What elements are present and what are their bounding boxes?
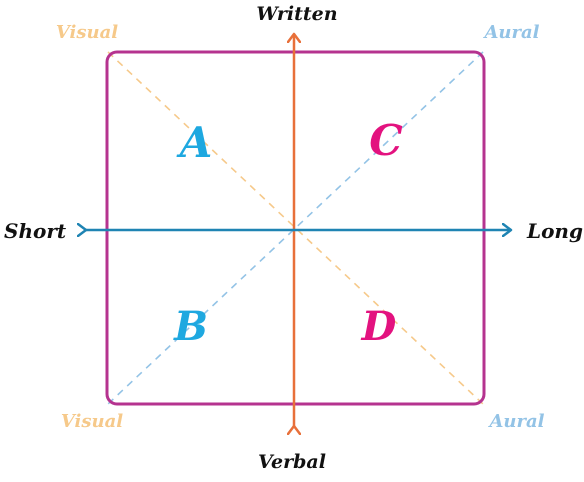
corner-label-bottom-right: Aural	[487, 411, 544, 432]
quadrant-frame	[105, 50, 486, 406]
corner-label-bottom-left: Visual	[61, 411, 123, 432]
axis-label-top: Written	[256, 3, 337, 25]
axis-label-left: Short	[4, 219, 67, 243]
quadrant-label-d: D	[361, 303, 397, 350]
quadrant-label-b: B	[173, 303, 208, 350]
axis-label-right: Long	[526, 219, 583, 243]
quadrant-label-c: C	[369, 116, 403, 165]
corner-label-top-left: Visual	[56, 22, 118, 43]
corner-label-top-right: Aural	[482, 22, 539, 43]
axis-label-bottom: Verbal	[258, 451, 326, 473]
quadrant-label-a: A	[176, 118, 213, 167]
